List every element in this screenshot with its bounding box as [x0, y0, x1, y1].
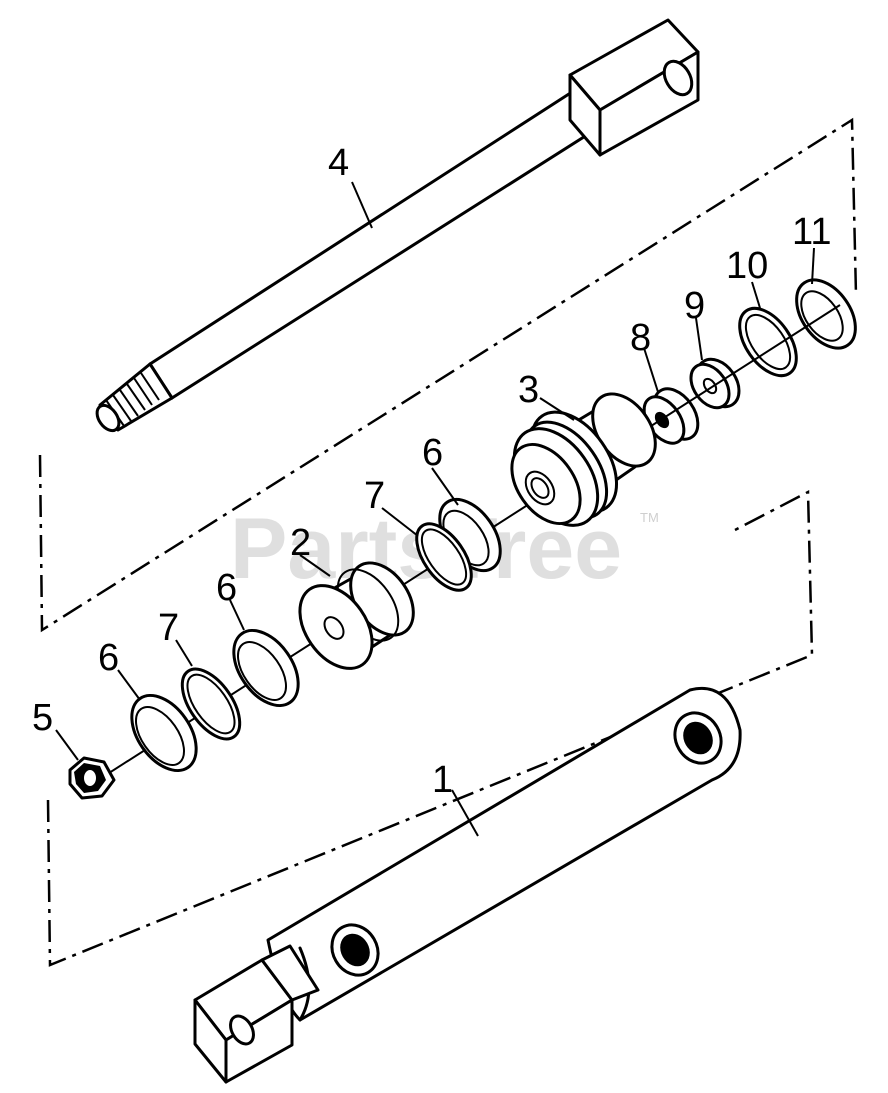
part-6-washer-middle [232, 629, 300, 707]
callout-10: 10 [726, 245, 768, 287]
callout-1: 1 [432, 759, 453, 801]
trademark-mark: TM [640, 510, 659, 525]
part-5-hex-nut [68, 756, 116, 800]
callout-6-middle: 6 [216, 567, 237, 609]
callout-4: 4 [328, 142, 349, 184]
callout-8: 8 [630, 317, 651, 359]
part-10-o-ring [738, 306, 798, 378]
part-2-gland [298, 561, 415, 670]
part-8-bearing [642, 387, 700, 445]
callout-6-lower: 6 [98, 637, 119, 679]
callout-7-upper: 7 [364, 475, 385, 517]
callout-11: 11 [792, 211, 831, 253]
callout-3: 3 [518, 369, 539, 411]
assembly-guide-lines [38, 117, 858, 967]
part-4-piston-rod [95, 18, 700, 433]
part-3-piston [510, 392, 657, 527]
callout-7-lower: 7 [158, 607, 179, 649]
part-7-o-ring-lower [180, 667, 242, 741]
part-1-cylinder-body [193, 686, 742, 1084]
callout-9: 9 [684, 285, 705, 327]
part-7-o-ring-upper [415, 522, 473, 592]
callout-6-upper: 6 [422, 432, 443, 474]
callout-5: 5 [32, 697, 53, 739]
callout-2: 2 [290, 522, 311, 564]
leader-lines [55, 181, 815, 837]
callout-labels: 1 2 3 4 5 6 6 6 7 7 8 9 10 11 [32, 142, 831, 801]
